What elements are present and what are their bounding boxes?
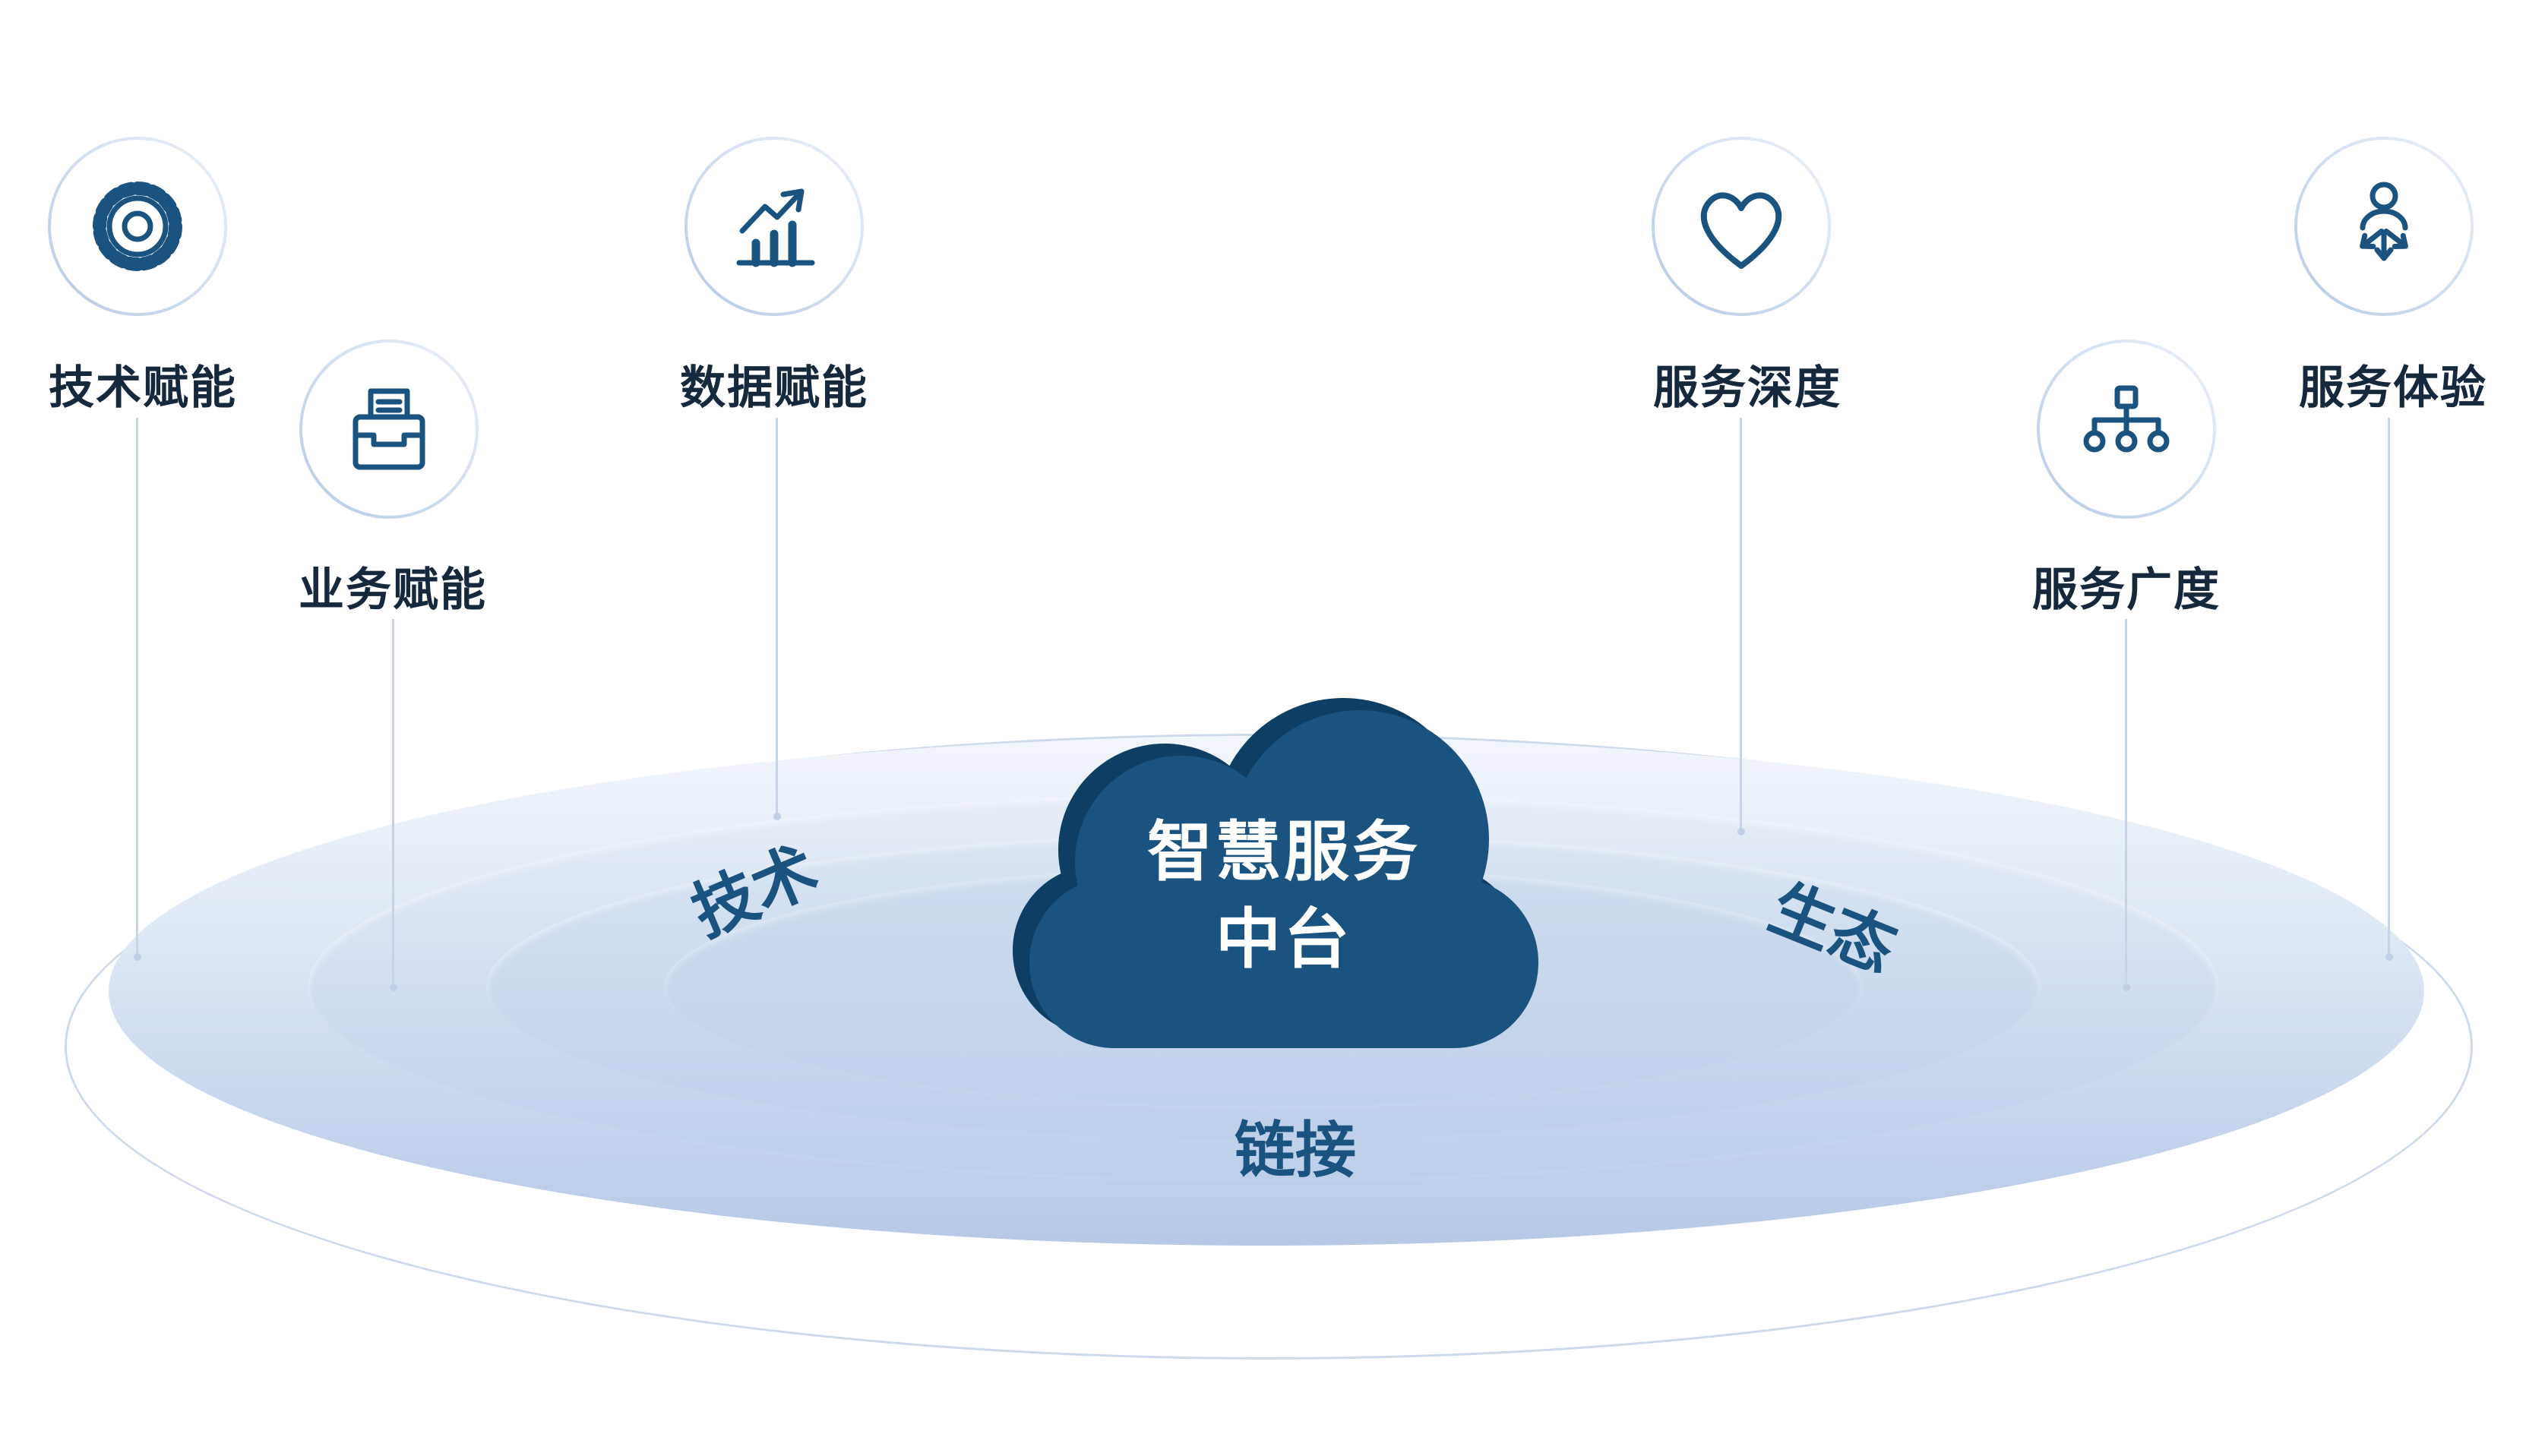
network-icon bbox=[2037, 340, 2216, 519]
gear-icon bbox=[48, 137, 227, 316]
connector-experience bbox=[2385, 418, 2393, 961]
person-arrows-icon bbox=[2294, 137, 2474, 316]
cloud-shape bbox=[1013, 698, 1538, 1048]
node-label-data: 数据赋能 bbox=[680, 362, 868, 413]
node-label-experience: 服务体验 bbox=[2299, 362, 2487, 413]
cloud-title-line1: 智慧服务 bbox=[1147, 816, 1421, 889]
connector-tech bbox=[133, 418, 141, 961]
connector-breadth bbox=[2122, 619, 2130, 991]
connector-business bbox=[389, 619, 397, 991]
badge-tech bbox=[46, 135, 229, 317]
badge-business bbox=[298, 338, 480, 520]
node-label-depth: 服务深度 bbox=[1653, 362, 1842, 413]
badge-breadth bbox=[2035, 338, 2218, 520]
bar-chart-trend-icon bbox=[684, 137, 864, 316]
cloud-title: 智慧服务 中台 bbox=[965, 809, 1603, 984]
badge-experience bbox=[2293, 135, 2475, 317]
heart-icon bbox=[1652, 137, 1831, 316]
inbox-box-icon bbox=[299, 340, 479, 519]
connector-depth bbox=[1737, 418, 1745, 835]
connector-data bbox=[773, 418, 781, 820]
cloud-title-line2: 中台 bbox=[1216, 903, 1352, 976]
node-label-breadth: 服务广度 bbox=[2032, 564, 2221, 615]
ring-label-link: 链接 bbox=[1235, 1116, 1356, 1184]
badge-depth bbox=[1650, 135, 1832, 317]
center-cloud: 智慧服务 中台 bbox=[965, 695, 1603, 1075]
node-label-tech: 技术赋能 bbox=[49, 362, 237, 413]
badge-data bbox=[683, 135, 865, 317]
node-label-business: 业务赋能 bbox=[299, 564, 487, 615]
